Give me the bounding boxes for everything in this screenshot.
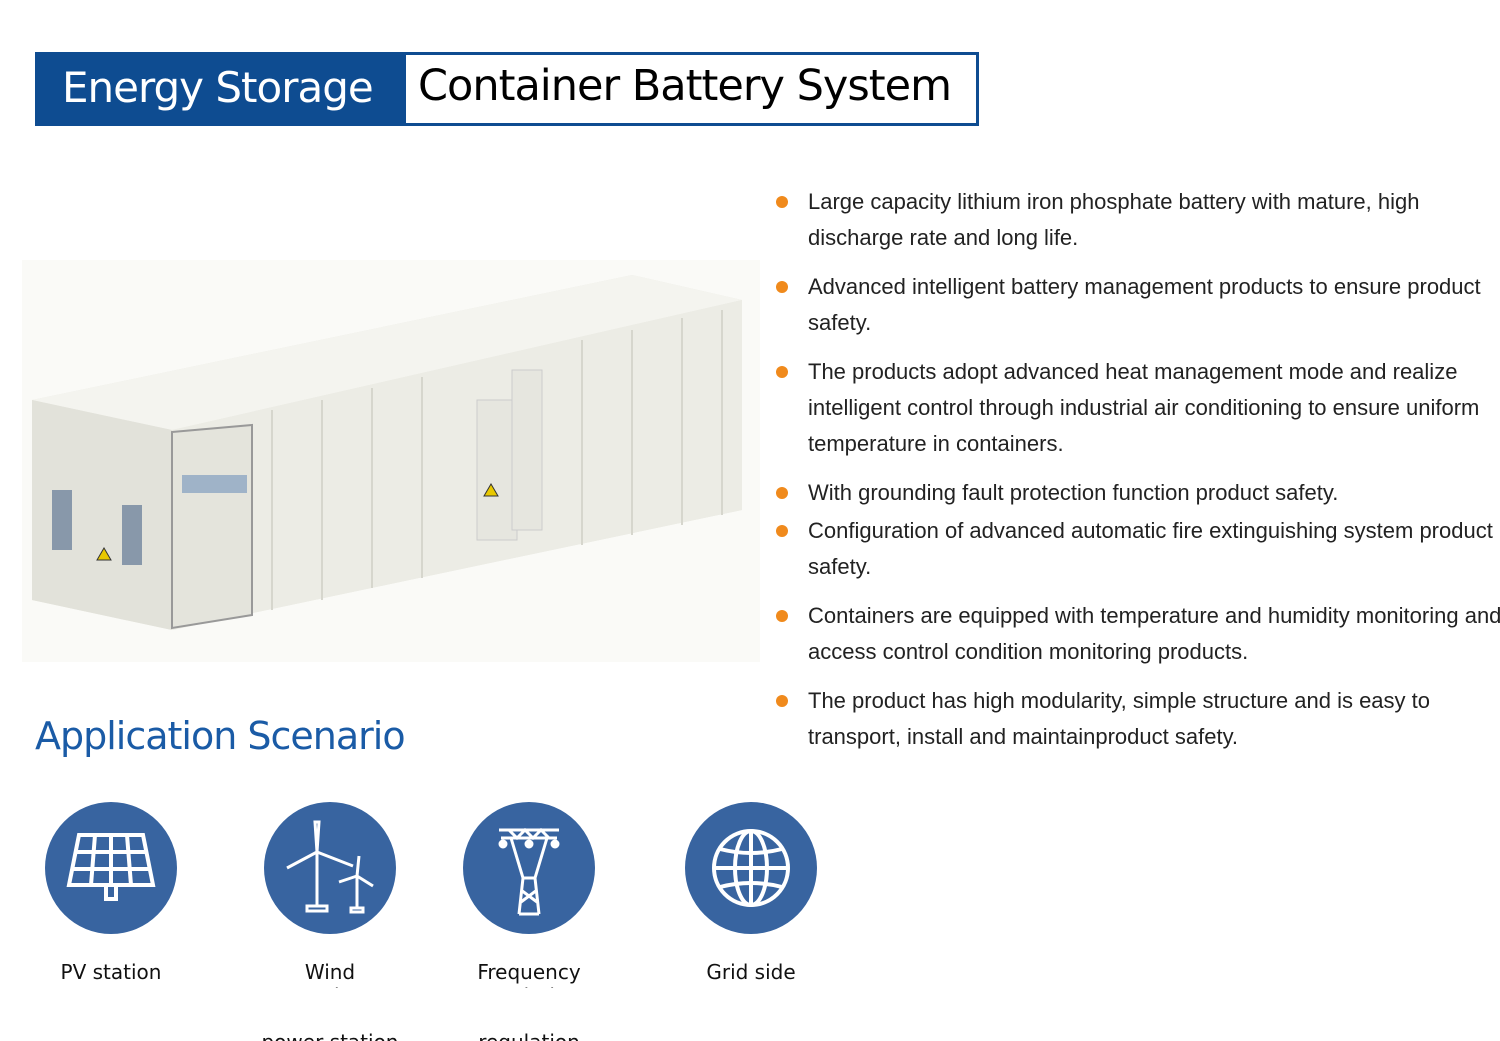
feature-item: Large capacity lithium iron phosphate ba…	[776, 184, 1500, 256]
scenario-grid-side: Grid side	[651, 802, 851, 984]
banner-title: Container Battery System	[406, 55, 976, 123]
bullet-icon	[776, 695, 788, 707]
container-battery-image	[22, 260, 760, 662]
feature-item: Containers are equipped with temperature…	[776, 598, 1500, 670]
solar-panel-icon	[45, 802, 177, 934]
bullet-icon	[776, 487, 788, 499]
bullet-icon	[776, 525, 788, 537]
scenario-frequency-regulation: Frequency regulation regulation	[429, 802, 629, 1041]
feature-item: With grounding fault protection function…	[776, 475, 1500, 511]
feature-item: Configuration of advanced automatic fire…	[776, 513, 1500, 585]
transmission-tower-icon	[463, 802, 595, 934]
feature-item: Advanced intelligent battery management …	[776, 269, 1500, 341]
bullet-icon	[776, 196, 788, 208]
bullet-icon	[776, 281, 788, 293]
scenario-pv-station: PV station	[11, 802, 211, 984]
feature-list: Large capacity lithium iron phosphate ba…	[776, 184, 1500, 768]
bullet-icon	[776, 610, 788, 622]
application-scenario-heading: Application Scenario	[35, 714, 406, 758]
globe-icon	[685, 802, 817, 934]
feature-item: The product has high modularity, simple …	[776, 683, 1500, 755]
feature-item: The products adopt advanced heat managem…	[776, 354, 1500, 462]
wind-turbine-icon	[264, 802, 396, 934]
scenario-wind: Wind station power station	[230, 802, 430, 1041]
bullet-icon	[776, 366, 788, 378]
title-banner: Energy Storage Container Battery System	[35, 52, 979, 126]
banner-category: Energy Storage	[62, 63, 374, 112]
